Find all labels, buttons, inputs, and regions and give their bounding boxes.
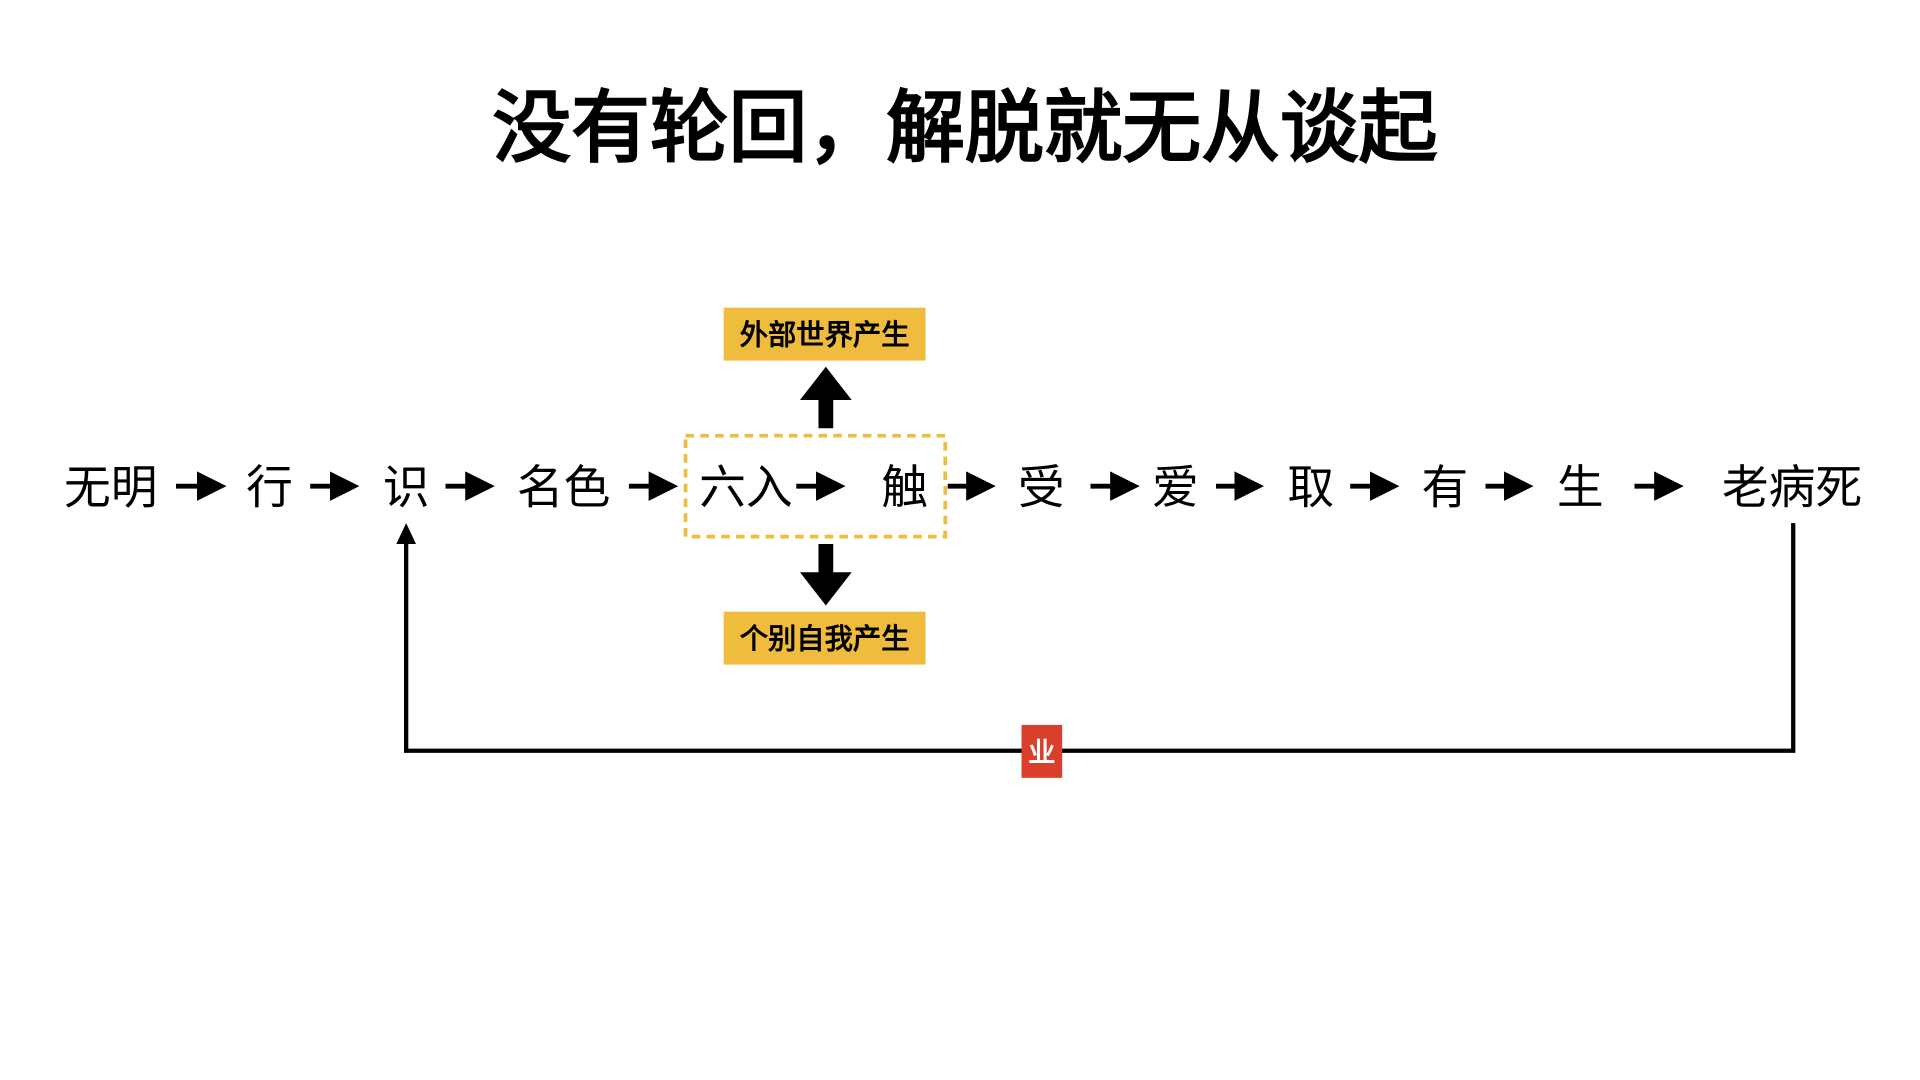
node-birth: 生: [1557, 461, 1604, 515]
karma-label: 业: [1028, 738, 1055, 769]
node-six-entrances: 六入: [699, 461, 793, 515]
node-aging-sickness-death: 老病死: [1722, 461, 1862, 515]
external-world-label-box: [723, 307, 926, 361]
external-world-label: 外部世界产生: [740, 319, 910, 352]
individual-self-label-box: [723, 611, 926, 665]
karma-badge: [1021, 724, 1063, 778]
node-ignorance: 无明: [64, 461, 158, 515]
node-name-form: 名色: [517, 461, 611, 515]
individual-self-label: 个别自我产生: [740, 623, 910, 656]
node-becoming: 有: [1422, 461, 1469, 515]
loop-arrowhead-icon: [396, 523, 416, 544]
node-grasping: 取: [1287, 461, 1334, 515]
six-entrances-contact-group: [683, 433, 948, 539]
node-formations: 行: [246, 461, 293, 515]
node-feeling: 受: [1018, 461, 1065, 515]
node-craving: 爱: [1152, 461, 1199, 515]
karma-loop-line: [404, 523, 1796, 753]
page-title: 没有轮回，解脱就无从谈起: [492, 82, 1438, 174]
node-contact: 触: [881, 461, 928, 515]
down-arrow-icon: [800, 544, 852, 606]
up-arrow-icon: [800, 366, 852, 429]
node-consciousness: 识: [383, 461, 430, 515]
